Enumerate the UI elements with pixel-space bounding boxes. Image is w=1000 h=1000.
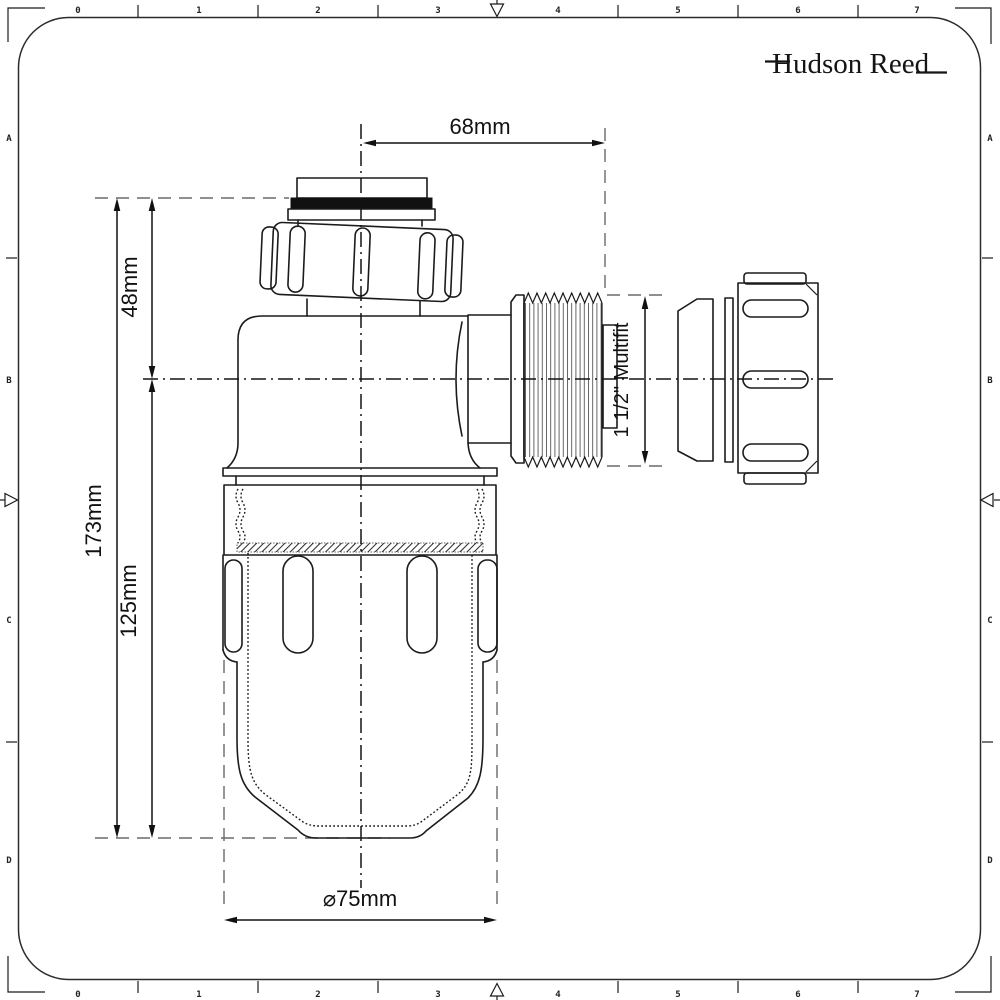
- ruler-letter: A: [987, 134, 993, 144]
- dimension-multifit: 1 1/2" Multifit: [611, 296, 649, 464]
- ruler-ticks: [6, 257, 17, 743]
- body-flange: [222, 467, 498, 477]
- ruler-number: 0: [75, 6, 80, 16]
- inlet-nut: [259, 221, 464, 303]
- bottle-cup: [222, 475, 498, 839]
- ruler-number: 3: [435, 990, 440, 1000]
- bottom-center-arrow-icon: [489, 982, 505, 1000]
- ruler-number: 4: [555, 990, 561, 1000]
- brand-logo: Hudson Reed: [765, 48, 947, 80]
- outlet-pipe-end: [602, 324, 618, 429]
- corner-bracket-top-right: [955, 7, 992, 44]
- top-center-arrow-icon: [489, 0, 505, 18]
- ruler-number: 5: [675, 6, 680, 16]
- left-ruler: A B C D: [0, 134, 19, 866]
- outlet-cone-washer: [677, 298, 714, 462]
- ruler-number: 5: [675, 990, 680, 1000]
- ruler-letter: D: [987, 856, 993, 866]
- centerlines: [143, 124, 833, 888]
- ruler-number: 2: [315, 990, 320, 1000]
- page-border: [7, 7, 992, 993]
- dimension-label: ⌀75mm: [323, 886, 397, 911]
- outlet-flat-washer: [724, 297, 734, 463]
- top-ruler: 0 1 2 3 4 5 6 7: [75, 0, 920, 18]
- ruler-ticks: [982, 257, 993, 743]
- ruler-number: 4: [555, 6, 561, 16]
- outlet-thread: [510, 291, 618, 469]
- cup-thread-collar: [223, 484, 497, 556]
- ruler-letter: D: [6, 856, 12, 866]
- dimension-label: 173mm: [81, 484, 106, 557]
- corner-bracket-top-left: [7, 7, 45, 42]
- bottom-ruler: 0 1 2 3 4 5 6 7: [75, 981, 920, 1000]
- ruler-letter: A: [6, 134, 12, 144]
- ruler-number: 6: [795, 990, 800, 1000]
- right-center-arrow-icon: [979, 492, 1000, 508]
- dimension-label: 1 1/2" Multifit: [611, 322, 633, 437]
- ruler-number: 3: [435, 6, 440, 16]
- corner-bracket-bottom-right: [955, 956, 992, 993]
- extension-lines: [95, 128, 668, 908]
- cup-inner-hidden-line: [247, 553, 473, 827]
- ruler-number: 1: [196, 6, 201, 16]
- ruler-ticks: [137, 981, 859, 993]
- dimension-48mm: 48mm: [117, 198, 156, 379]
- ruler-number: 0: [75, 990, 80, 1000]
- ruler-number: 7: [914, 6, 919, 16]
- dimension-68mm: 68mm: [363, 114, 605, 147]
- ruler-letter: C: [6, 616, 11, 626]
- ruler-ticks: [137, 5, 859, 17]
- dimension-label: 48mm: [117, 256, 142, 317]
- cup-seal-hatch: [236, 542, 484, 553]
- ruler-letter: C: [987, 616, 992, 626]
- ruler-number: 1: [196, 990, 201, 1000]
- dimension-label: 68mm: [449, 114, 510, 139]
- dimension-125mm: 125mm: [116, 379, 156, 838]
- left-center-arrow-icon: [0, 492, 19, 508]
- ruler-number: 7: [914, 990, 919, 1000]
- trap-drawing: [222, 177, 819, 839]
- logo-text: Hudson Reed: [772, 48, 930, 80]
- ruler-number: 2: [315, 6, 320, 16]
- ruler-letter: B: [6, 376, 12, 386]
- dimension-diameter-75mm: ⌀75mm: [224, 886, 497, 924]
- ruler-number: 6: [795, 6, 800, 16]
- right-ruler: A B C D: [979, 134, 1000, 866]
- dimension-label: 125mm: [116, 564, 141, 637]
- dimension-173mm: 173mm: [81, 198, 121, 838]
- trap-body: [222, 314, 512, 477]
- corner-bracket-bottom-left: [7, 956, 45, 993]
- ruler-letter: B: [987, 376, 993, 386]
- outlet-nut: [737, 272, 819, 485]
